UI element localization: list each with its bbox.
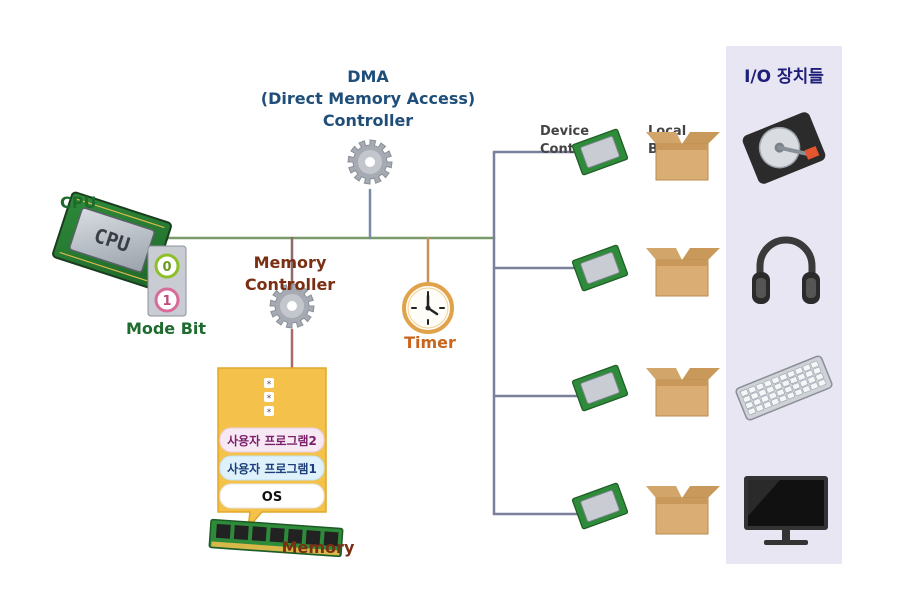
keyboard-icon (735, 355, 833, 421)
monitor-icon (744, 476, 828, 545)
memory-label: Memory (282, 538, 355, 557)
memory-program2-text: 사용자 프로그램2 (227, 433, 317, 448)
memory-os-text: OS (262, 490, 282, 505)
mode-bit-indicator: 0 1 (147, 245, 187, 317)
dma-label-line2: (Direct Memory Access) (261, 89, 475, 108)
dma-gear-icon (347, 139, 393, 185)
memory-dots: * * * (264, 378, 274, 418)
io-panel-title: I/O 장치들 (744, 67, 824, 87)
hard-disk-icon (742, 112, 826, 184)
local-buffer-box-icon (646, 368, 720, 417)
memory-controller-label: Memory Controller (245, 253, 335, 294)
dma-label-line3: Controller (323, 111, 413, 130)
mode-bit-1-icon (154, 287, 180, 313)
device-controller-chip-icon (571, 244, 629, 292)
timer-label: Timer (404, 333, 456, 352)
memory-controller-line1: Memory (254, 253, 327, 272)
mode-bit-0-icon (154, 253, 180, 279)
local-buffer-box-icon (646, 486, 720, 535)
mode-bit-0-text: 0 (162, 260, 171, 275)
io-rows (571, 128, 720, 535)
svg-text:*: * (267, 380, 272, 390)
memory-os-box (219, 483, 325, 509)
local-buffer-box-icon (646, 248, 720, 297)
device-controller-line1: Device (540, 124, 589, 139)
svg-text:*: * (267, 394, 272, 404)
local-buffer-box-icon (646, 132, 720, 181)
dma-label-line1: DMA (347, 67, 389, 86)
mode-bit-label: Mode Bit (126, 319, 206, 338)
memory-controller-gear-icon (269, 283, 315, 329)
svg-text:*: * (267, 408, 272, 418)
memory-block: * * * 사용자 프로그램2 사용자 프로그램1 OS (217, 367, 327, 531)
ram-stick-icon (208, 518, 344, 558)
memory-program2-box (219, 427, 325, 453)
memory-controller-line2: Controller (245, 275, 335, 294)
dma-label: DMA (Direct Memory Access) Controller (261, 67, 475, 130)
mode-bit-1-text: 1 (162, 294, 171, 309)
memory-program1-box (219, 455, 325, 481)
memory-program1-text: 사용자 프로그램1 (227, 461, 317, 476)
system-bus (160, 150, 582, 516)
clock-icon (402, 282, 454, 334)
device-controller-chip-icon (571, 128, 629, 176)
device-controller-chip-icon (571, 482, 629, 530)
cpu-label: CPU (60, 193, 96, 212)
headphones-icon (752, 236, 820, 304)
device-controller-chip-icon (571, 364, 629, 412)
